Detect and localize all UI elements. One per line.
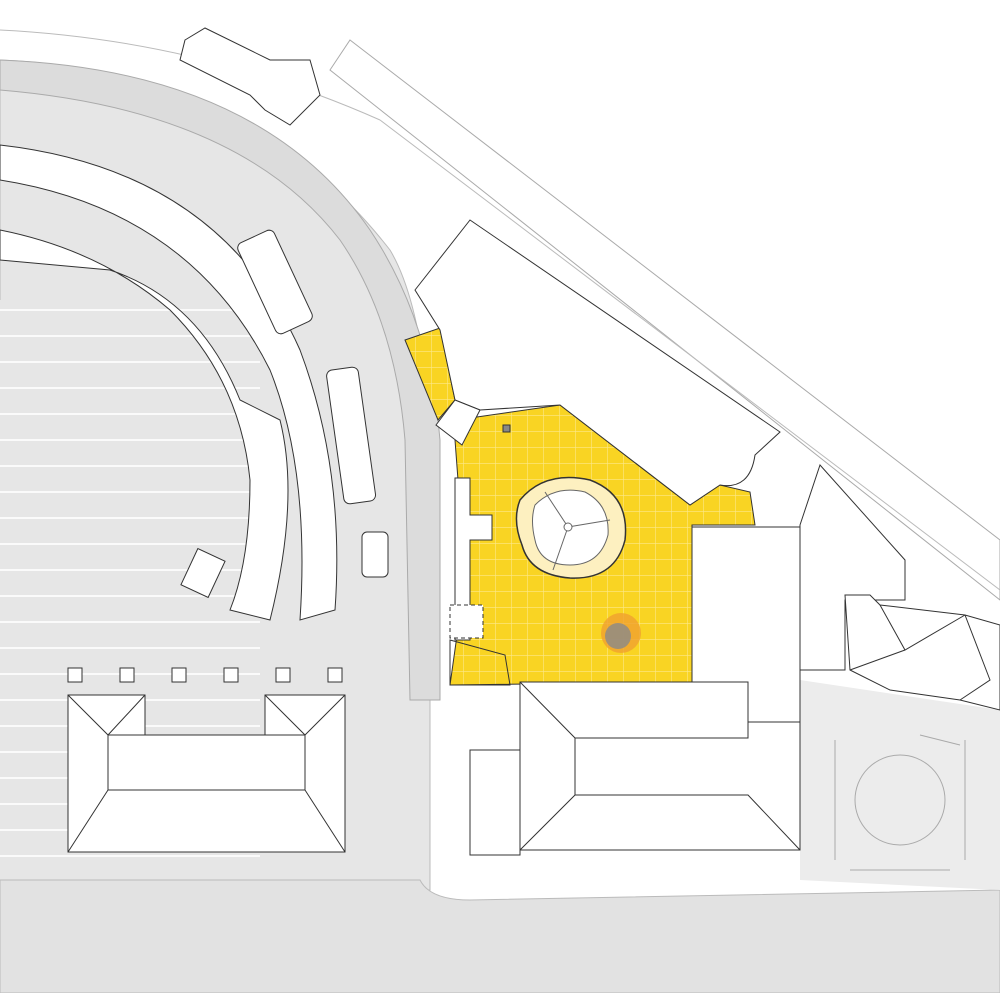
tree-icon <box>601 613 641 653</box>
yellow-plaza <box>404 327 756 686</box>
right-courtyard-ground <box>800 680 1000 890</box>
curved-building-inner <box>0 229 289 621</box>
campus-buildings <box>0 27 389 683</box>
curved-road <box>0 59 441 701</box>
pavilion-1 <box>237 229 313 335</box>
diagonal-building <box>414 219 781 506</box>
kiosk <box>180 547 226 599</box>
right-hip-house <box>844 594 1000 711</box>
small-squares <box>67 667 343 683</box>
top-house <box>179 27 321 126</box>
main-hip-roof-lines <box>519 681 801 851</box>
fountain-icon <box>515 476 627 579</box>
side-building <box>469 749 521 856</box>
street-diagonal <box>329 39 1000 601</box>
curved-building-outer <box>0 144 338 621</box>
pavilion-3 <box>361 531 389 578</box>
ramp <box>449 639 511 686</box>
corner-pavilion <box>435 399 481 446</box>
circular-plaza <box>854 754 946 846</box>
right-courtyard <box>834 734 966 871</box>
pavilion-2 <box>326 366 377 505</box>
bin <box>502 424 511 433</box>
plaza-gate <box>449 604 484 639</box>
plaza-buildings <box>414 219 1000 856</box>
hip-roof-building-left <box>67 694 346 853</box>
plaza-wall <box>454 477 493 641</box>
bottom-road <box>0 879 1000 993</box>
